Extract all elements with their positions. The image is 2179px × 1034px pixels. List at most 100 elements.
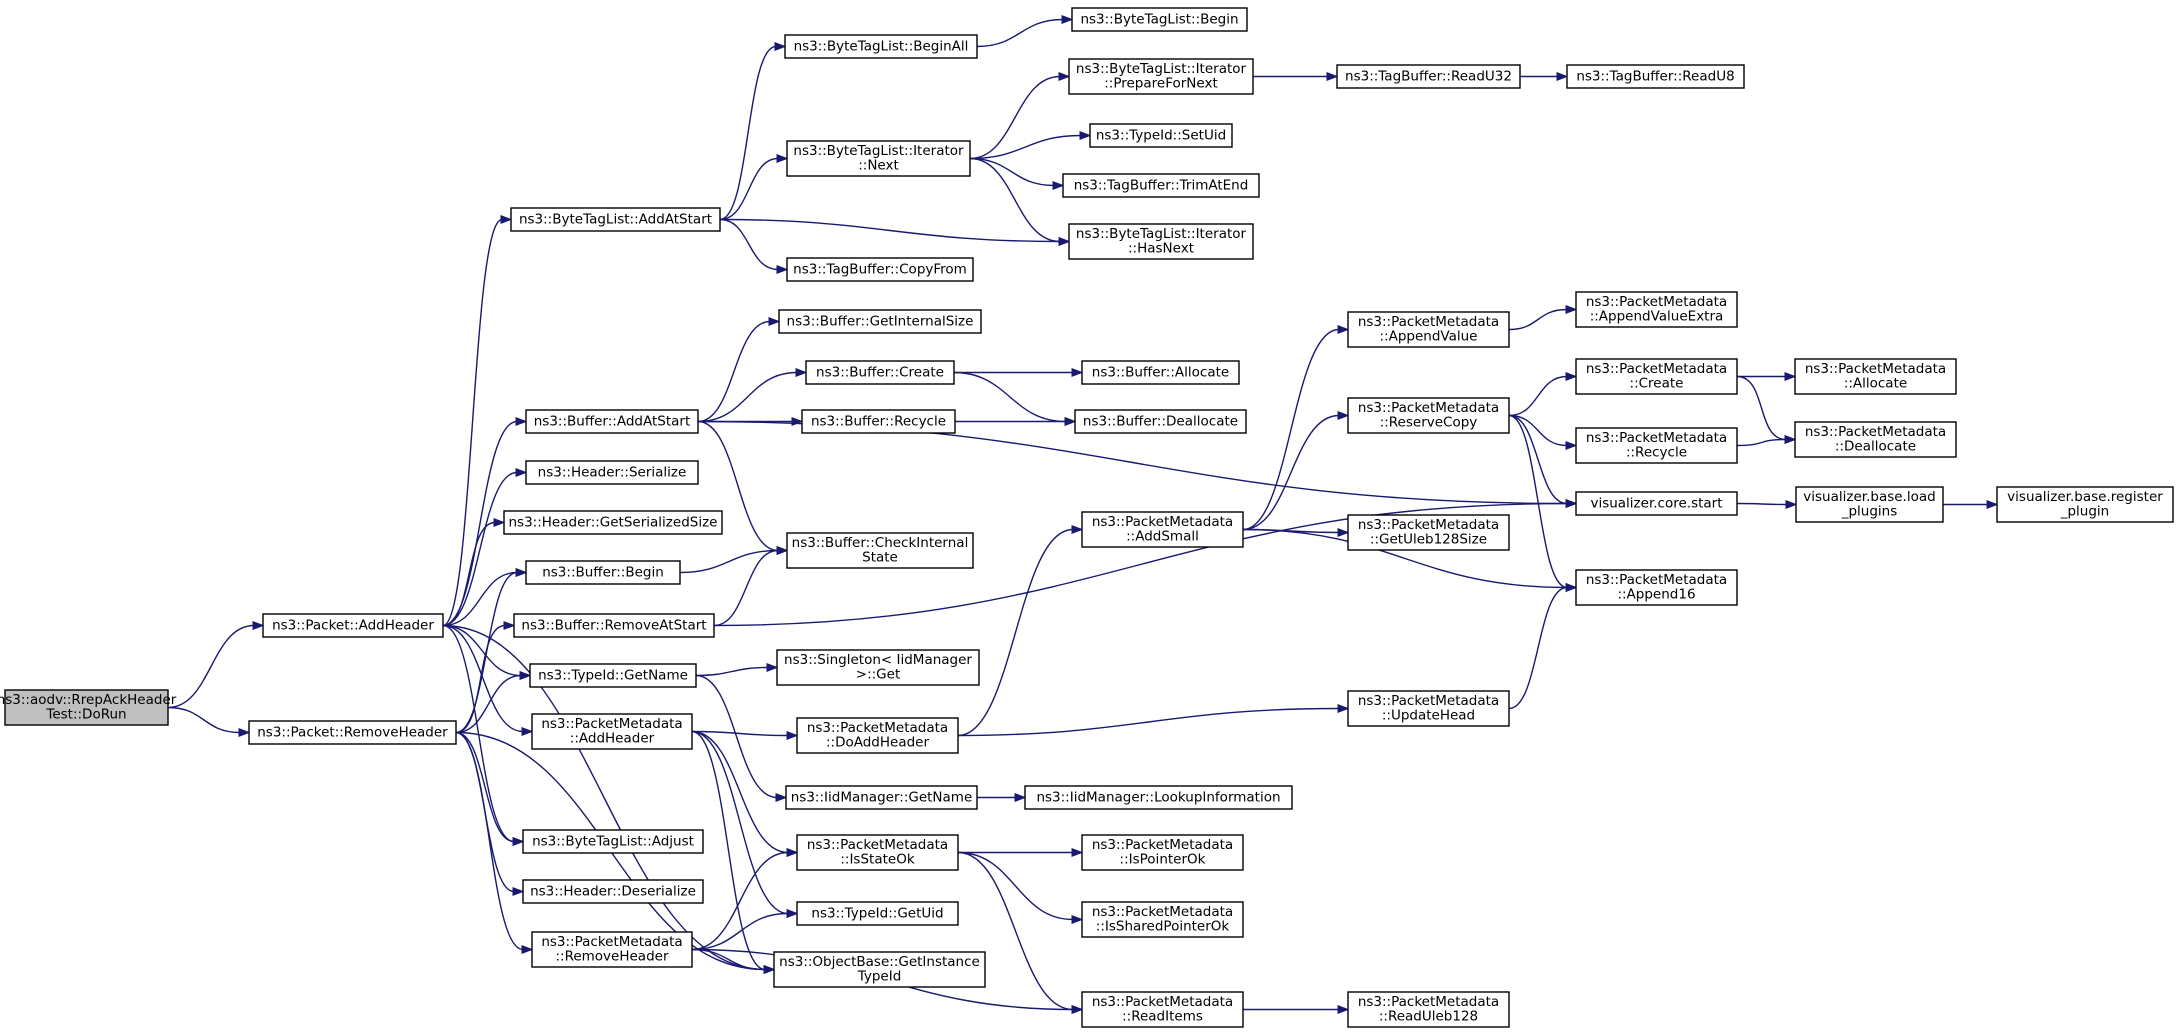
edge-line: [957, 528, 1074, 737]
node-box: [796, 717, 959, 754]
node-label: ns3::Buffer::Recycle: [811, 413, 946, 429]
edge-arrowhead: [1326, 71, 1339, 82]
edge-arrowhead: [1071, 914, 1084, 925]
node-box: [522, 829, 704, 854]
node-ns3-header-getserializedsize[interactable]: ns3::Header::GetSerializedSize: [503, 510, 723, 535]
node-label: Test::DoRun: [45, 707, 126, 723]
node-label: ns3::TagBuffer::TrimAtEnd: [1074, 177, 1249, 193]
node-label: visualizer.base.register: [2007, 489, 2163, 505]
node-box: [522, 879, 704, 904]
node-ns3-iidmanager-lookupinformation[interactable]: ns3::IidManager::LookupInformation: [1024, 785, 1293, 810]
edge-ns3-bytetaglist-iterator-preparefornext-to-ns3-tagbuffer-readu32: [1253, 71, 1339, 82]
node-box: [1074, 409, 1247, 434]
node-ns3-packetmetadata-allocate[interactable]: ns3::PacketMetadata::Allocate: [1794, 358, 1957, 395]
node-label: ::RemoveHeader: [555, 949, 668, 965]
node-label: ns3::Packet::AddHeader: [272, 617, 434, 633]
node-ns3-packetmetadata-doaddheader[interactable]: ns3::PacketMetadata::DoAddHeader: [796, 717, 959, 754]
edge-line: [953, 371, 1067, 423]
node-visualizer-core-start[interactable]: visualizer.core.start: [1575, 491, 1738, 516]
node-ns3-typeid-getuid[interactable]: ns3::TypeId::GetUid: [796, 901, 959, 926]
node-label: ns3::PacketMetadata: [1805, 424, 1946, 440]
edge-line: [697, 320, 771, 423]
node-ns3-buffer-getinternalsize[interactable]: ns3::Buffer::GetInternalSize: [778, 309, 982, 334]
edge-ns3-bytetaglist-iterator-next-to-ns3-typeid-setuid: [969, 130, 1092, 160]
node-ns3-bytetaglist-beginall[interactable]: ns3::ByteTagList::BeginAll: [784, 34, 978, 59]
edge-ns3-packetmetadata-doaddheader-to-ns3-packetmetadata-addsmall: [957, 524, 1084, 737]
node-ns3-singleton-iidmanager-get[interactable]: ns3::Singleton< IidManager >::Get: [776, 649, 980, 686]
node-ns3-packetmetadata-getuleb128size[interactable]: ns3::PacketMetadata::GetUleb128Size: [1347, 514, 1510, 551]
node-box: [531, 931, 693, 968]
edge-line: [969, 157, 1055, 187]
node-box: [796, 834, 959, 871]
node-label: ns3::TypeId::GetName: [538, 667, 688, 683]
node-ns3-buffer-begin[interactable]: ns3::Buffer::Begin: [525, 560, 681, 585]
node-label: ns3::ByteTagList::Iterator: [793, 143, 964, 159]
node-ns3-packetmetadata-isstateok[interactable]: ns3::PacketMetadata::IsStateOk: [796, 834, 959, 871]
node-ns3-buffer-addatstart[interactable]: ns3::Buffer::AddAtStart: [525, 409, 699, 434]
node-ns3-tagbuffer-trimatend[interactable]: ns3::TagBuffer::TrimAtEnd: [1062, 173, 1260, 198]
node-ns3-buffer-allocate[interactable]: ns3::Buffer::Allocate: [1081, 360, 1240, 385]
node-ns3-packetmetadata-addsmall[interactable]: ns3::PacketMetadata::AddSmall: [1081, 511, 1244, 548]
node-visualizer-base-load-plugins[interactable]: visualizer.base.load_plugins: [1795, 486, 1944, 523]
edge-line: [1242, 528, 1568, 589]
node-ns3-bytetaglist-iterator-preparefornext[interactable]: ns3::ByteTagList::Iterator::PrepareForNe…: [1068, 58, 1254, 95]
node-ns3-iidmanager-getname[interactable]: ns3::IidManager::GetName: [785, 785, 978, 810]
node-box: [1062, 173, 1260, 198]
edge-arrowhead: [1071, 367, 1084, 378]
node-ns3-packetmetadata-appendvalueextra[interactable]: ns3::PacketMetadata::AppendValueExtra: [1575, 291, 1738, 328]
node-ns3-packetmetadata-removeheader[interactable]: ns3::PacketMetadata::RemoveHeader: [531, 931, 693, 968]
node-ns3-packetmetadata-readuleb128[interactable]: ns3::PacketMetadata::ReadUleb128: [1347, 991, 1510, 1028]
node-label: ns3::ByteTagList::AddAtStart: [519, 211, 712, 227]
node-box: [1575, 491, 1738, 516]
node-ns3-buffer-deallocate[interactable]: ns3::Buffer::Deallocate: [1074, 409, 1247, 434]
node-ns3-tagbuffer-readu8[interactable]: ns3::TagBuffer::ReadU8: [1566, 64, 1745, 89]
node-ns3-packetmetadata-deallocate[interactable]: ns3::PacketMetadata::Deallocate: [1794, 421, 1957, 458]
node-ns3-buffer-create[interactable]: ns3::Buffer::Create: [805, 360, 955, 385]
node-ns3-buffer-recycle[interactable]: ns3::Buffer::Recycle: [801, 409, 956, 434]
node-ns3-packetmetadata-addheader[interactable]: ns3::PacketMetadata::AddHeader: [531, 713, 693, 750]
node-label: ns3::TypeId::GetUid: [811, 905, 943, 921]
edge-ns3-packet-removeheader-to-ns3-bytetaglist-adjust: [455, 731, 525, 847]
node-ns3-bytetaglist-iterator-next[interactable]: ns3::ByteTagList::Iterator::Next: [786, 140, 971, 177]
node-visualizer-base-register-plugin[interactable]: visualizer.base.register_plugin: [1996, 486, 2174, 523]
node-ns3-typeid-setuid[interactable]: ns3::TypeId::SetUid: [1089, 123, 1233, 148]
node-ns3-packetmetadata-reservecopy[interactable]: ns3::PacketMetadata::ReserveCopy: [1347, 397, 1510, 434]
node-ns3-bytetaglist-addatstart[interactable]: ns3::ByteTagList::AddAtStart: [510, 207, 721, 232]
node-ns3-packetmetadata-recycle[interactable]: ns3::PacketMetadata::Recycle: [1575, 427, 1738, 464]
node-ns3-tagbuffer-copyfrom[interactable]: ns3::TagBuffer::CopyFrom: [786, 257, 974, 282]
node-ns3-packetmetadata-appendvalue[interactable]: ns3::PacketMetadata::AppendValue: [1347, 311, 1510, 348]
node-ns3-header-deserialize[interactable]: ns3::Header::Deserialize: [522, 879, 704, 904]
node-ns3-packetmetadata-ispointerok[interactable]: ns3::PacketMetadata::IsPointerOk: [1081, 834, 1244, 871]
edge-arrowhead: [1058, 236, 1071, 247]
node-ns3-packetmetadata-issharedpointerok[interactable]: ns3::PacketMetadata::IsSharedPointerOk: [1081, 901, 1244, 938]
node-ns3-packetmetadata-create[interactable]: ns3::PacketMetadata::Create: [1575, 358, 1738, 395]
node-ns3-tagbuffer-readu32[interactable]: ns3::TagBuffer::ReadU32: [1336, 64, 1521, 89]
node-ns3-bytetaglist-begin[interactable]: ns3::ByteTagList::Begin: [1071, 7, 1248, 32]
node-ns3-packet-addheader[interactable]: ns3::Packet::AddHeader: [262, 613, 444, 638]
node-box: [1071, 7, 1248, 32]
edge-ns3-typeid-getname-to-ns3-iidmanager-getname: [695, 674, 788, 803]
node-label: visualizer.base.load: [1803, 489, 1935, 505]
edge-ns3-packet-removeheader-to-ns3-packetmetadata-removeheader: [455, 731, 534, 955]
node-ns3-buffer-removeatstart[interactable]: ns3::Buffer::RemoveAtStart: [513, 613, 715, 638]
edge-line: [691, 851, 789, 951]
node-ns3-header-serialize[interactable]: ns3::Header::Serialize: [525, 460, 699, 485]
node-label: ns3::Buffer::Deallocate: [1083, 413, 1238, 429]
edge-ns3-aodv-rrepackheadertest-dorun-to-ns3-packet-addheader: [167, 620, 265, 709]
node-box: [778, 309, 982, 334]
edge-line: [697, 420, 779, 552]
node-ns3-packetmetadata-append16[interactable]: ns3::PacketMetadata::Append16: [1575, 569, 1738, 606]
node-ns3-bytetaglist-iterator-hasnext[interactable]: ns3::ByteTagList::Iterator::HasNext: [1068, 223, 1254, 260]
node-label: ::Deallocate: [1835, 439, 1916, 455]
node-box: [1081, 834, 1244, 871]
node-ns3-bytetaglist-adjust[interactable]: ns3::ByteTagList::Adjust: [522, 829, 704, 854]
node-ns3-typeid-getname[interactable]: ns3::TypeId::GetName: [529, 663, 697, 688]
node-ns3-packetmetadata-updatehead[interactable]: ns3::PacketMetadata::UpdateHead: [1347, 690, 1510, 727]
node-label: ns3::PacketMetadata: [1358, 693, 1499, 709]
node-ns3-packetmetadata-readitems[interactable]: ns3::PacketMetadata::ReadItems: [1081, 991, 1244, 1028]
node-ns3-packet-removeheader[interactable]: ns3::Packet::RemoveHeader: [248, 720, 457, 745]
node-box: [248, 720, 457, 745]
